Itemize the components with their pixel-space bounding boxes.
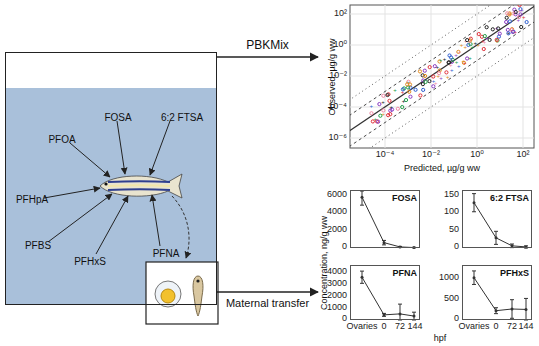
time-tick: Ovaries xyxy=(346,322,377,332)
panel-title: PFHxS xyxy=(500,269,529,279)
svg-text:+: + xyxy=(381,111,385,117)
flow-arrow xyxy=(217,291,318,292)
exposure-arrow xyxy=(96,196,128,254)
svg-text:+: + xyxy=(473,40,477,46)
tick-label: 500 xyxy=(444,294,459,304)
tick-label: 2000 xyxy=(327,225,347,235)
svg-text:+: + xyxy=(402,98,406,104)
svg-text:+: + xyxy=(439,75,443,81)
time-tick: 72 xyxy=(507,322,517,332)
exposure-arrow xyxy=(70,143,110,177)
concentration-series xyxy=(360,271,416,320)
tick-label: 10⁻⁴ xyxy=(376,150,395,160)
compound-label: PFBS xyxy=(25,240,51,251)
tick-label: 50 xyxy=(449,225,459,235)
concentration-series xyxy=(472,271,528,320)
axis-title: Predicted, µg/g ww xyxy=(404,164,480,174)
svg-text:+: + xyxy=(495,38,499,44)
tick-label: 4000 xyxy=(327,207,347,217)
svg-text:+: + xyxy=(476,42,480,48)
time-tick: Ovaries xyxy=(458,322,489,332)
plot-panel: 6:2 FTSA xyxy=(462,190,532,248)
tick-label: 10⁻⁶ xyxy=(329,133,347,143)
concentration-series xyxy=(472,194,528,249)
tick-label: 6000 xyxy=(327,190,347,200)
svg-text:+: + xyxy=(520,7,524,13)
tick-label: 150 xyxy=(444,190,459,200)
plot-panel: PFHxS xyxy=(462,265,532,320)
tick-label: 10⁰ xyxy=(333,40,347,50)
svg-text:+: + xyxy=(516,17,520,23)
svg-text:+: + xyxy=(450,67,454,73)
flow-arrow xyxy=(217,56,318,57)
exposure-tank: FOSA 6:2 FTSA PFOA PFHpA PFBS PFHxS PFNA xyxy=(5,52,217,305)
tick-label: 10⁻² xyxy=(422,150,440,160)
svg-text:+: + xyxy=(458,49,462,55)
panel-title: PFNA xyxy=(393,269,418,279)
plot-panel: PFNA xyxy=(350,265,420,320)
svg-text:+: + xyxy=(511,9,515,15)
svg-text:+: + xyxy=(455,59,459,65)
svg-text:+: + xyxy=(443,56,447,62)
svg-text:+: + xyxy=(446,74,450,80)
panel-title: 6:2 FTSA xyxy=(490,194,529,204)
axis-title: hpf xyxy=(434,334,447,344)
compound-label: PFOA xyxy=(48,134,75,145)
larva xyxy=(193,276,203,316)
compound-label: 6:2 FTSA xyxy=(161,112,203,123)
svg-text:+: + xyxy=(463,44,467,50)
tick-label: 10⁻² xyxy=(329,71,347,81)
tick-label: 4000 xyxy=(327,267,347,277)
tick-label: 10² xyxy=(334,9,347,19)
plot-panel: FOSA xyxy=(350,190,420,248)
tick-label: 10⁻⁴ xyxy=(328,102,347,112)
svg-text:+: + xyxy=(393,87,397,93)
svg-text:+: + xyxy=(483,39,487,45)
tick-label: 0 xyxy=(454,242,459,252)
svg-text:+: + xyxy=(381,99,385,105)
scatter-plot: ++++++++++++++++++++++++++++++++++++++++… xyxy=(339,0,539,169)
time-tick: 144 xyxy=(407,322,422,332)
tick-label: 10⁰ xyxy=(470,150,484,160)
svg-text:+: + xyxy=(389,104,393,110)
concentration-series xyxy=(360,191,416,249)
tick-label: 0 xyxy=(342,314,347,324)
tick-label: 2000 xyxy=(327,291,347,301)
tick-label: 10² xyxy=(516,150,529,160)
svg-text:+: + xyxy=(369,103,373,109)
compound-label: PFHpA xyxy=(16,194,48,205)
svg-text:+: + xyxy=(401,89,405,95)
compound-label: PFNA xyxy=(153,248,180,259)
exposure-arrow xyxy=(117,121,125,174)
time-tick: 144 xyxy=(518,322,533,332)
tick-label: 0 xyxy=(454,314,459,324)
time-tick: 0 xyxy=(493,322,498,332)
exposure-arrow xyxy=(44,188,100,198)
tick-label: 100 xyxy=(444,207,459,217)
exposure-arrow xyxy=(150,121,170,175)
exposure-arrow xyxy=(48,194,112,242)
svg-text:+: + xyxy=(463,60,467,66)
arrow-label: PBKMix xyxy=(244,39,291,53)
yolk xyxy=(161,289,175,303)
inset-box xyxy=(146,262,218,324)
tick-label: 1000 xyxy=(439,273,459,283)
time-tick: 72 xyxy=(395,322,405,332)
exposure-arrow xyxy=(152,195,160,246)
tick-label: 0 xyxy=(342,242,347,252)
embryo-egg xyxy=(155,281,181,307)
time-tick: 0 xyxy=(381,322,386,332)
compound-label: FOSA xyxy=(104,112,131,123)
panel-title: FOSA xyxy=(392,194,417,204)
compound-label: PFHxS xyxy=(74,256,106,267)
svg-text:+: + xyxy=(406,79,410,85)
tick-label: 3000 xyxy=(327,279,347,289)
arrow-label: Maternal transfer xyxy=(224,297,311,310)
tick-label: 1000 xyxy=(327,303,347,313)
